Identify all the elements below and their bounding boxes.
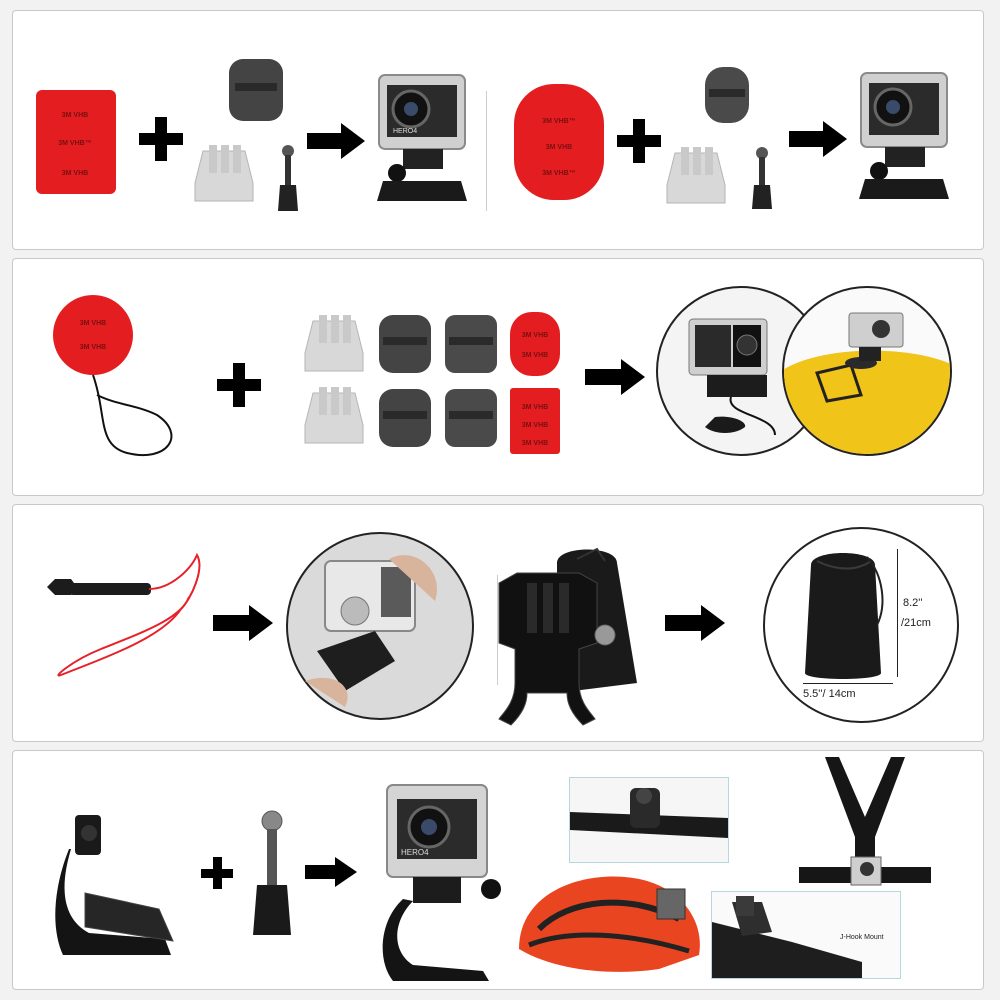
divider-line — [486, 91, 487, 211]
svg-text:3M VHB: 3M VHB — [522, 352, 548, 359]
adhesive-pad-rounded: 3M VHB 3M VHB — [510, 312, 560, 376]
pad-text: 3M VHB — [62, 112, 88, 119]
thumb-screw — [752, 147, 772, 209]
svg-text:3M VHB: 3M VHB — [80, 344, 106, 351]
wrench-usage-photo — [286, 532, 474, 720]
pad-text: 3M VHB™ — [542, 118, 575, 125]
panel-tethered-mount: 3M VHB 3M VHB 3M VHB 3M VHB 3M VHB — [12, 258, 984, 496]
arrow-right-icon — [789, 121, 847, 157]
pad-text: 3M VHB™ — [542, 170, 575, 177]
j-hook-strap-inset: J-Hook Mount — [711, 891, 901, 979]
svg-text:3M VHB: 3M VHB — [522, 404, 548, 411]
divider-line — [497, 575, 498, 685]
flat-mount — [379, 389, 431, 447]
plus-icon — [139, 117, 183, 161]
round-adhesive-tether: 3M VHB 3M VHB — [53, 295, 173, 456]
arrow-right-icon — [213, 605, 273, 641]
strap-closeup-photo — [712, 896, 862, 978]
camera-on-j-hook: HERO4 — [382, 784, 501, 981]
plus-icon — [201, 857, 233, 889]
surfboard-mount-photo — [782, 286, 952, 456]
svg-text:3M VHB: 3M VHB — [522, 440, 548, 447]
pad-text: 3M VHB — [62, 170, 88, 177]
svg-text:3M VHB: 3M VHB — [522, 422, 548, 429]
svg-text:HERO4: HERO4 — [401, 848, 429, 857]
curved-mount — [445, 315, 497, 373]
thumb-screw — [278, 145, 298, 211]
camera-model-text: HERO4 — [393, 128, 417, 135]
panel-wrench-pouch: 8.2'' /21cm 5.5''/ 14cm — [12, 504, 984, 742]
arrow-right-icon — [585, 359, 645, 395]
tethered-camera-photo — [656, 286, 826, 456]
flat-mount — [229, 59, 283, 121]
thumb-screw — [253, 810, 291, 935]
adhesive-pad-rounded: 3M VHB™ 3M VHB 3M VHB™ — [514, 84, 604, 200]
plus-icon — [617, 119, 661, 163]
wrench-with-lanyard — [47, 552, 201, 677]
head-strap-photo — [570, 788, 728, 838]
pad-text: 3M VHB — [546, 144, 572, 151]
chest-harness — [799, 757, 931, 886]
action-camera-in-housing — [859, 72, 949, 199]
curved-mount — [445, 389, 497, 447]
arrow-right-icon — [305, 857, 357, 887]
panel-adhesive-mounts: 3M VHB 3M VHB™ 3M VHB HERO4 3M VHB™ — [12, 10, 984, 250]
helmet-strap-inset — [569, 777, 729, 863]
buckle-and-pouch — [498, 547, 637, 726]
adhesive-pad-square: 3M VHB 3M VHB™ 3M VHB — [36, 90, 116, 194]
quick-release-buckle — [304, 315, 364, 372]
plus-icon — [217, 363, 261, 407]
pad-text: 3M VHB™ — [58, 140, 91, 147]
storage-pouch — [805, 553, 884, 679]
quick-release-buckle — [194, 145, 254, 202]
height-dimension-line — [897, 549, 898, 677]
svg-text:3M VHB: 3M VHB — [80, 320, 106, 327]
flat-mount — [379, 315, 431, 373]
action-camera-in-housing: HERO4 — [377, 74, 467, 201]
adhesive-pad-square: 3M VHB 3M VHB 3M VHB — [510, 388, 560, 454]
width-dimension-line — [803, 683, 893, 684]
pouch-height-label: 8.2'' — [903, 597, 923, 609]
helmet-with-mount — [519, 876, 700, 972]
quick-release-buckle — [666, 147, 726, 204]
panel-j-hook-helmet-chest: HERO4 J-Hook Mount — [12, 750, 984, 990]
pouch-height-label-metric: /21cm — [901, 617, 931, 629]
arrow-right-icon — [665, 605, 725, 641]
quick-release-buckle — [304, 387, 364, 444]
arrow-right-icon — [307, 123, 365, 159]
svg-text:3M VHB: 3M VHB — [522, 332, 548, 339]
curved-mount — [705, 67, 749, 123]
pouch-width-label: 5.5''/ 14cm — [803, 688, 856, 700]
j-hook-mount — [55, 815, 174, 955]
strap-label: J-Hook Mount — [840, 934, 884, 941]
